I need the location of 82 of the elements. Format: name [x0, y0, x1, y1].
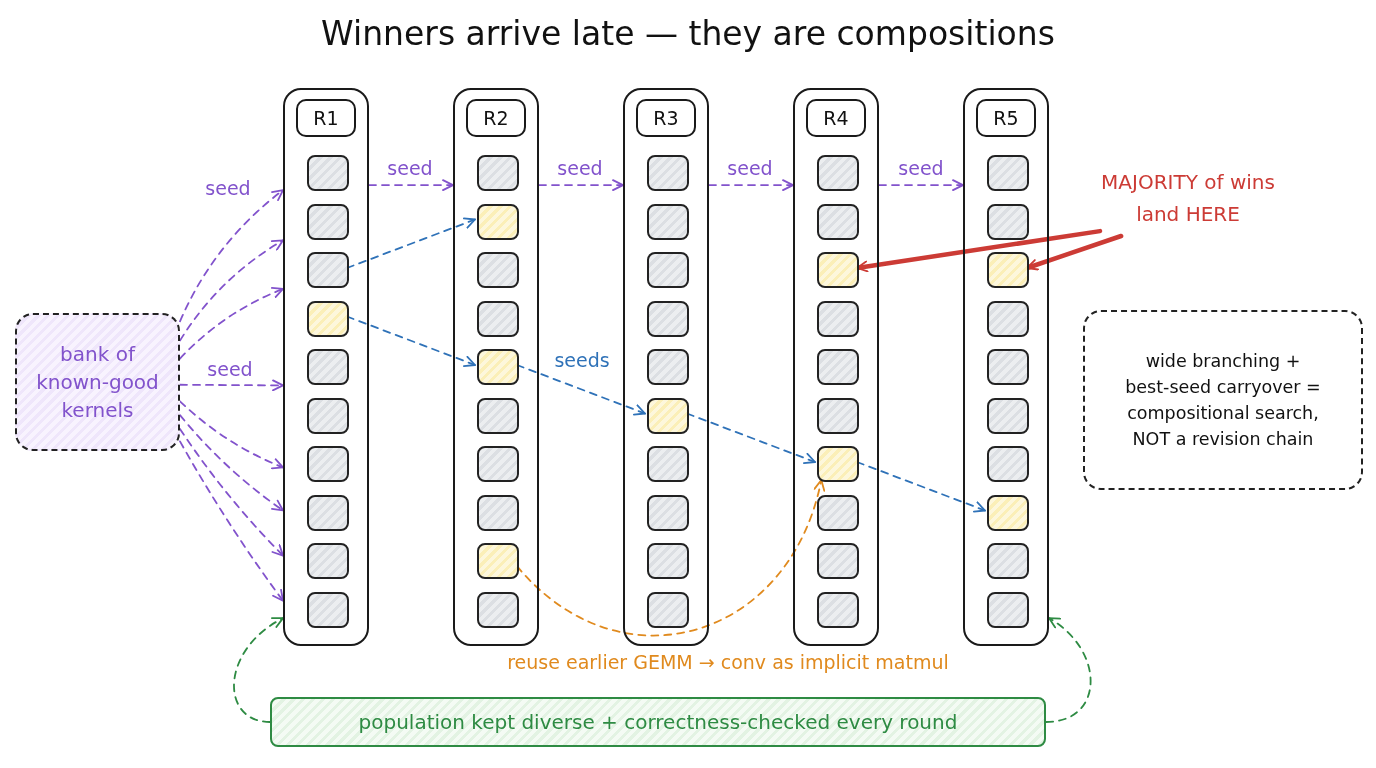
kernel-slot: [477, 397, 519, 434]
bank-label: bank of known-good kernels: [35, 341, 160, 424]
kernel-slot: [647, 155, 689, 191]
arrow: [179, 189, 284, 323]
kernel-slot: [987, 203, 1029, 240]
round-header: R2: [466, 99, 526, 137]
kernel-slot: [477, 300, 519, 337]
kernel-bank-box: [15, 313, 180, 451]
kernel-slot: [477, 494, 519, 531]
arrow: [179, 379, 284, 392]
round-header: R3: [636, 99, 696, 137]
arrow: [233, 617, 284, 723]
kernel-slot: [817, 397, 859, 434]
kernel-slot: [477, 155, 519, 191]
kernel-slot: [477, 446, 519, 482]
arrow: [708, 179, 794, 191]
kernel-slot: [647, 300, 689, 337]
winning-kernel-slot: [647, 397, 689, 434]
kernel-slot: [477, 252, 519, 288]
arrow: [368, 179, 454, 191]
kernel-slot: [987, 349, 1029, 385]
kernel-slot: [307, 349, 349, 385]
arrow: [179, 440, 284, 602]
arrow: [179, 239, 284, 342]
kernel-slot: [307, 494, 349, 531]
kernel-slot: [647, 252, 689, 288]
round-header: R4: [806, 99, 866, 137]
arrow: [179, 414, 284, 512]
arrow: [179, 428, 284, 557]
kernel-slot: [987, 591, 1029, 628]
note-box: [1083, 310, 1363, 490]
kernel-slot: [477, 591, 519, 628]
kernel-slot: [817, 349, 859, 385]
arrow: [179, 400, 284, 470]
callout-text: MAJORITY of wins land HERE: [1100, 166, 1276, 236]
kernel-slot: [307, 252, 349, 288]
winning-kernel-slot: [477, 203, 519, 240]
winning-kernel-slot: [987, 494, 1029, 531]
round-column: [453, 88, 539, 646]
winning-kernel-slot: [307, 300, 349, 337]
kernel-slot: [647, 349, 689, 385]
round-column: [623, 88, 709, 646]
kernel-slot: [307, 203, 349, 240]
winning-kernel-slot: [477, 543, 519, 579]
kernel-slot: [817, 591, 859, 628]
arrow: [179, 287, 284, 360]
diagram-title: Winners arrive late — they are compositions: [321, 14, 1055, 53]
round-column: [283, 88, 369, 646]
population-box: [270, 697, 1046, 747]
winning-kernel-slot: [477, 349, 519, 385]
winning-kernel-slot: [817, 252, 859, 288]
kernel-slot: [987, 155, 1029, 191]
arrow: [1045, 617, 1092, 723]
kernel-slot: [817, 543, 859, 579]
arrow: [538, 179, 624, 191]
kernel-slot: [307, 155, 349, 191]
kernel-slot: [647, 203, 689, 240]
note-text: wide branching + best-seed carryover = compositional search, NOT a revision chain: [1125, 349, 1321, 452]
kernel-slot: [307, 397, 349, 434]
kernel-slot: [647, 446, 689, 482]
kernel-slot: [307, 591, 349, 628]
kernel-slot: [987, 397, 1029, 434]
kernel-slot: [647, 543, 689, 579]
kernel-slot: [817, 494, 859, 531]
round-header: R1: [296, 99, 356, 137]
kernel-slot: [987, 543, 1029, 579]
kernel-slot: [647, 494, 689, 531]
round-column: [793, 88, 879, 646]
round-header: R5: [976, 99, 1036, 137]
kernel-slot: [647, 591, 689, 628]
kernel-slot: [817, 203, 859, 240]
winning-kernel-slot: [987, 252, 1029, 288]
kernel-slot: [307, 543, 349, 579]
kernel-slot: [817, 300, 859, 337]
kernel-slot: [817, 155, 859, 191]
kernel-slot: [987, 300, 1029, 337]
kernel-slot: [307, 446, 349, 482]
population-text: population kept diverse + correctness-checked every round: [358, 710, 958, 734]
winning-kernel-slot: [817, 446, 859, 482]
round-column: [963, 88, 1049, 646]
arrow: [878, 179, 964, 191]
kernel-slot: [987, 446, 1029, 482]
